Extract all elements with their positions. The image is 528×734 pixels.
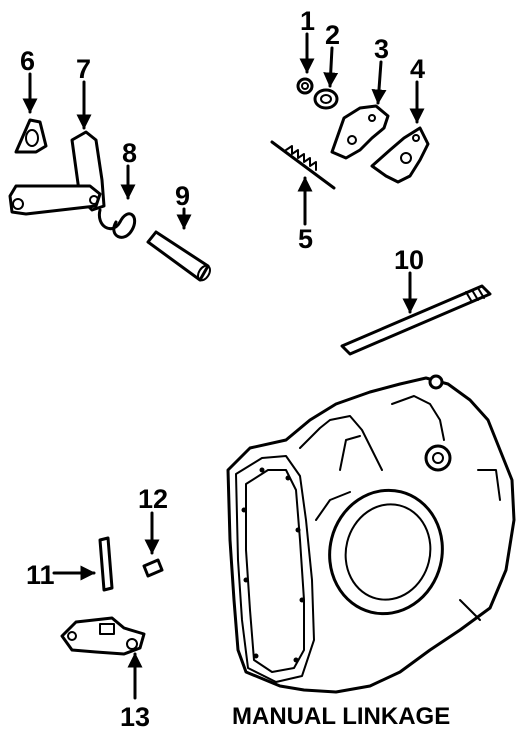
part-2-washer bbox=[313, 88, 339, 110]
part-13-bracket-plate bbox=[60, 616, 146, 656]
part-5-spring-rod bbox=[270, 140, 336, 190]
callout-10: 10 bbox=[394, 245, 424, 275]
callout-13: 13 bbox=[120, 702, 150, 732]
part-9-pin bbox=[146, 230, 211, 282]
part-11-pin bbox=[98, 536, 114, 592]
callout-11: 11 bbox=[26, 560, 55, 590]
transaxle-housing bbox=[226, 374, 516, 694]
part-1-nut bbox=[296, 77, 314, 95]
callout-9: 9 bbox=[175, 181, 190, 211]
part-7-shift-lever bbox=[8, 130, 106, 216]
part-10-rod bbox=[340, 284, 492, 356]
callout-1: 1 bbox=[300, 6, 315, 36]
diagram-title: MANUAL LINKAGE bbox=[232, 703, 450, 730]
part-8-spring-clip bbox=[97, 208, 137, 239]
part-4-bracket bbox=[370, 126, 430, 184]
part-12-clip bbox=[142, 558, 164, 578]
callout-4: 4 bbox=[410, 54, 425, 84]
callout-6: 6 bbox=[20, 46, 35, 76]
callout-2: 2 bbox=[325, 20, 340, 50]
callout-3: 3 bbox=[374, 34, 389, 64]
part-3-detent-plate bbox=[330, 104, 390, 160]
part-6-bushing bbox=[14, 118, 48, 154]
callout-7: 7 bbox=[76, 54, 91, 84]
leader-lines bbox=[22, 32, 425, 700]
callout-12: 12 bbox=[138, 484, 168, 514]
callout-8: 8 bbox=[122, 138, 137, 168]
callout-5: 5 bbox=[298, 224, 313, 254]
